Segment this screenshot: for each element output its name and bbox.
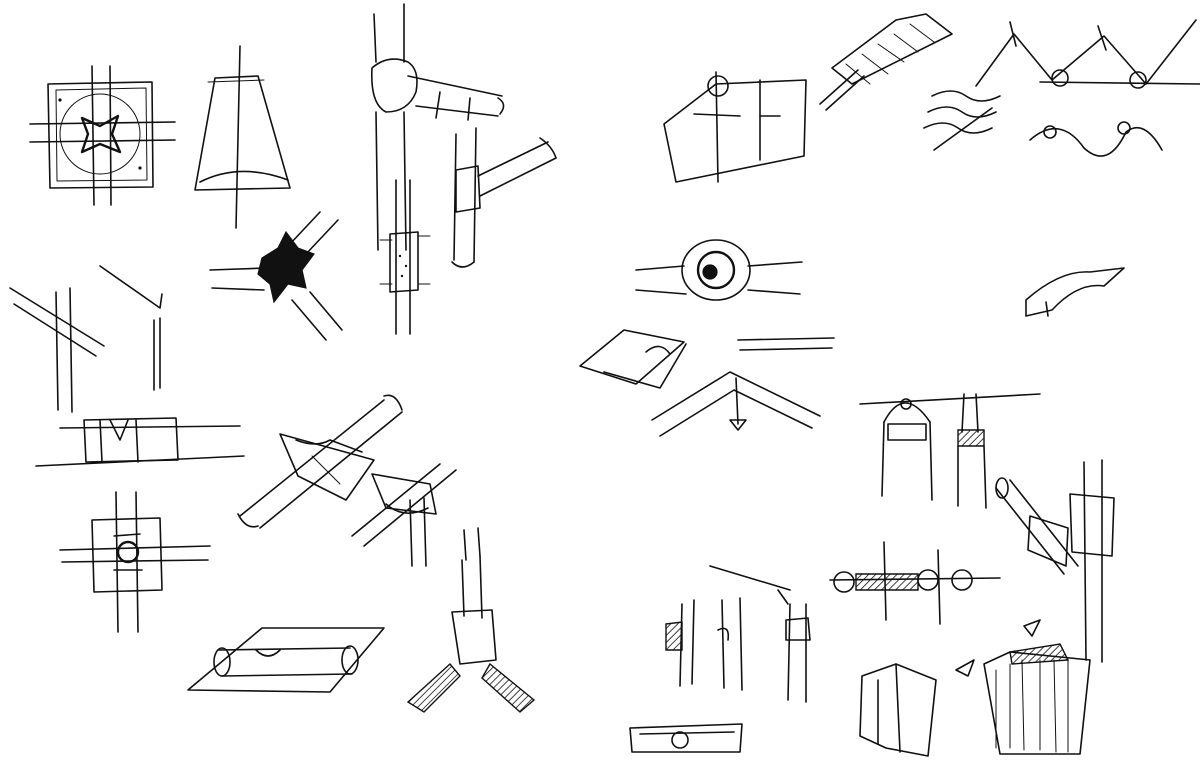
eye-connector-sketch — [635, 239, 803, 301]
column-sections-sketch — [665, 565, 811, 703]
tapered-sleeve-sketch — [194, 45, 291, 229]
strut-clamp-sketch — [379, 179, 431, 335]
star-node-sketch — [209, 211, 343, 341]
tent-frame-sketch — [663, 71, 807, 183]
bent-panel-sketch — [579, 329, 687, 389]
plate-pipe-sketch — [187, 627, 385, 693]
block-model-sketch — [859, 619, 1091, 757]
saddle-clamp-sketch — [351, 463, 457, 567]
horizontal-connector-sketch — [35, 417, 245, 467]
diagonal-beam-sketch — [9, 265, 163, 413]
pipe-saddle-joint-sketch — [237, 394, 403, 529]
hinge-column-sketch — [859, 393, 1041, 509]
cable-peaks-sketch — [975, 19, 1200, 89]
diagonal-strut-sketch — [995, 459, 1115, 663]
branch-pipe-sketch — [451, 127, 557, 268]
cross-node-sketch — [59, 491, 211, 633]
wavy-panel-sketch — [923, 90, 1001, 151]
barbell-joint-sketch — [829, 541, 1001, 625]
pipe-tee-joint-sketch — [370, 3, 505, 251]
square-node-plan-sketch — [29, 65, 176, 206]
tree-column-sketch — [406, 527, 536, 713]
membrane-wave-sketch — [1029, 121, 1163, 157]
curved-strap-sketch — [1025, 267, 1125, 317]
ridge-sketch — [651, 337, 835, 437]
ribbed-shell-sketch — [819, 13, 953, 111]
bottom-beam-sketch — [629, 723, 743, 753]
